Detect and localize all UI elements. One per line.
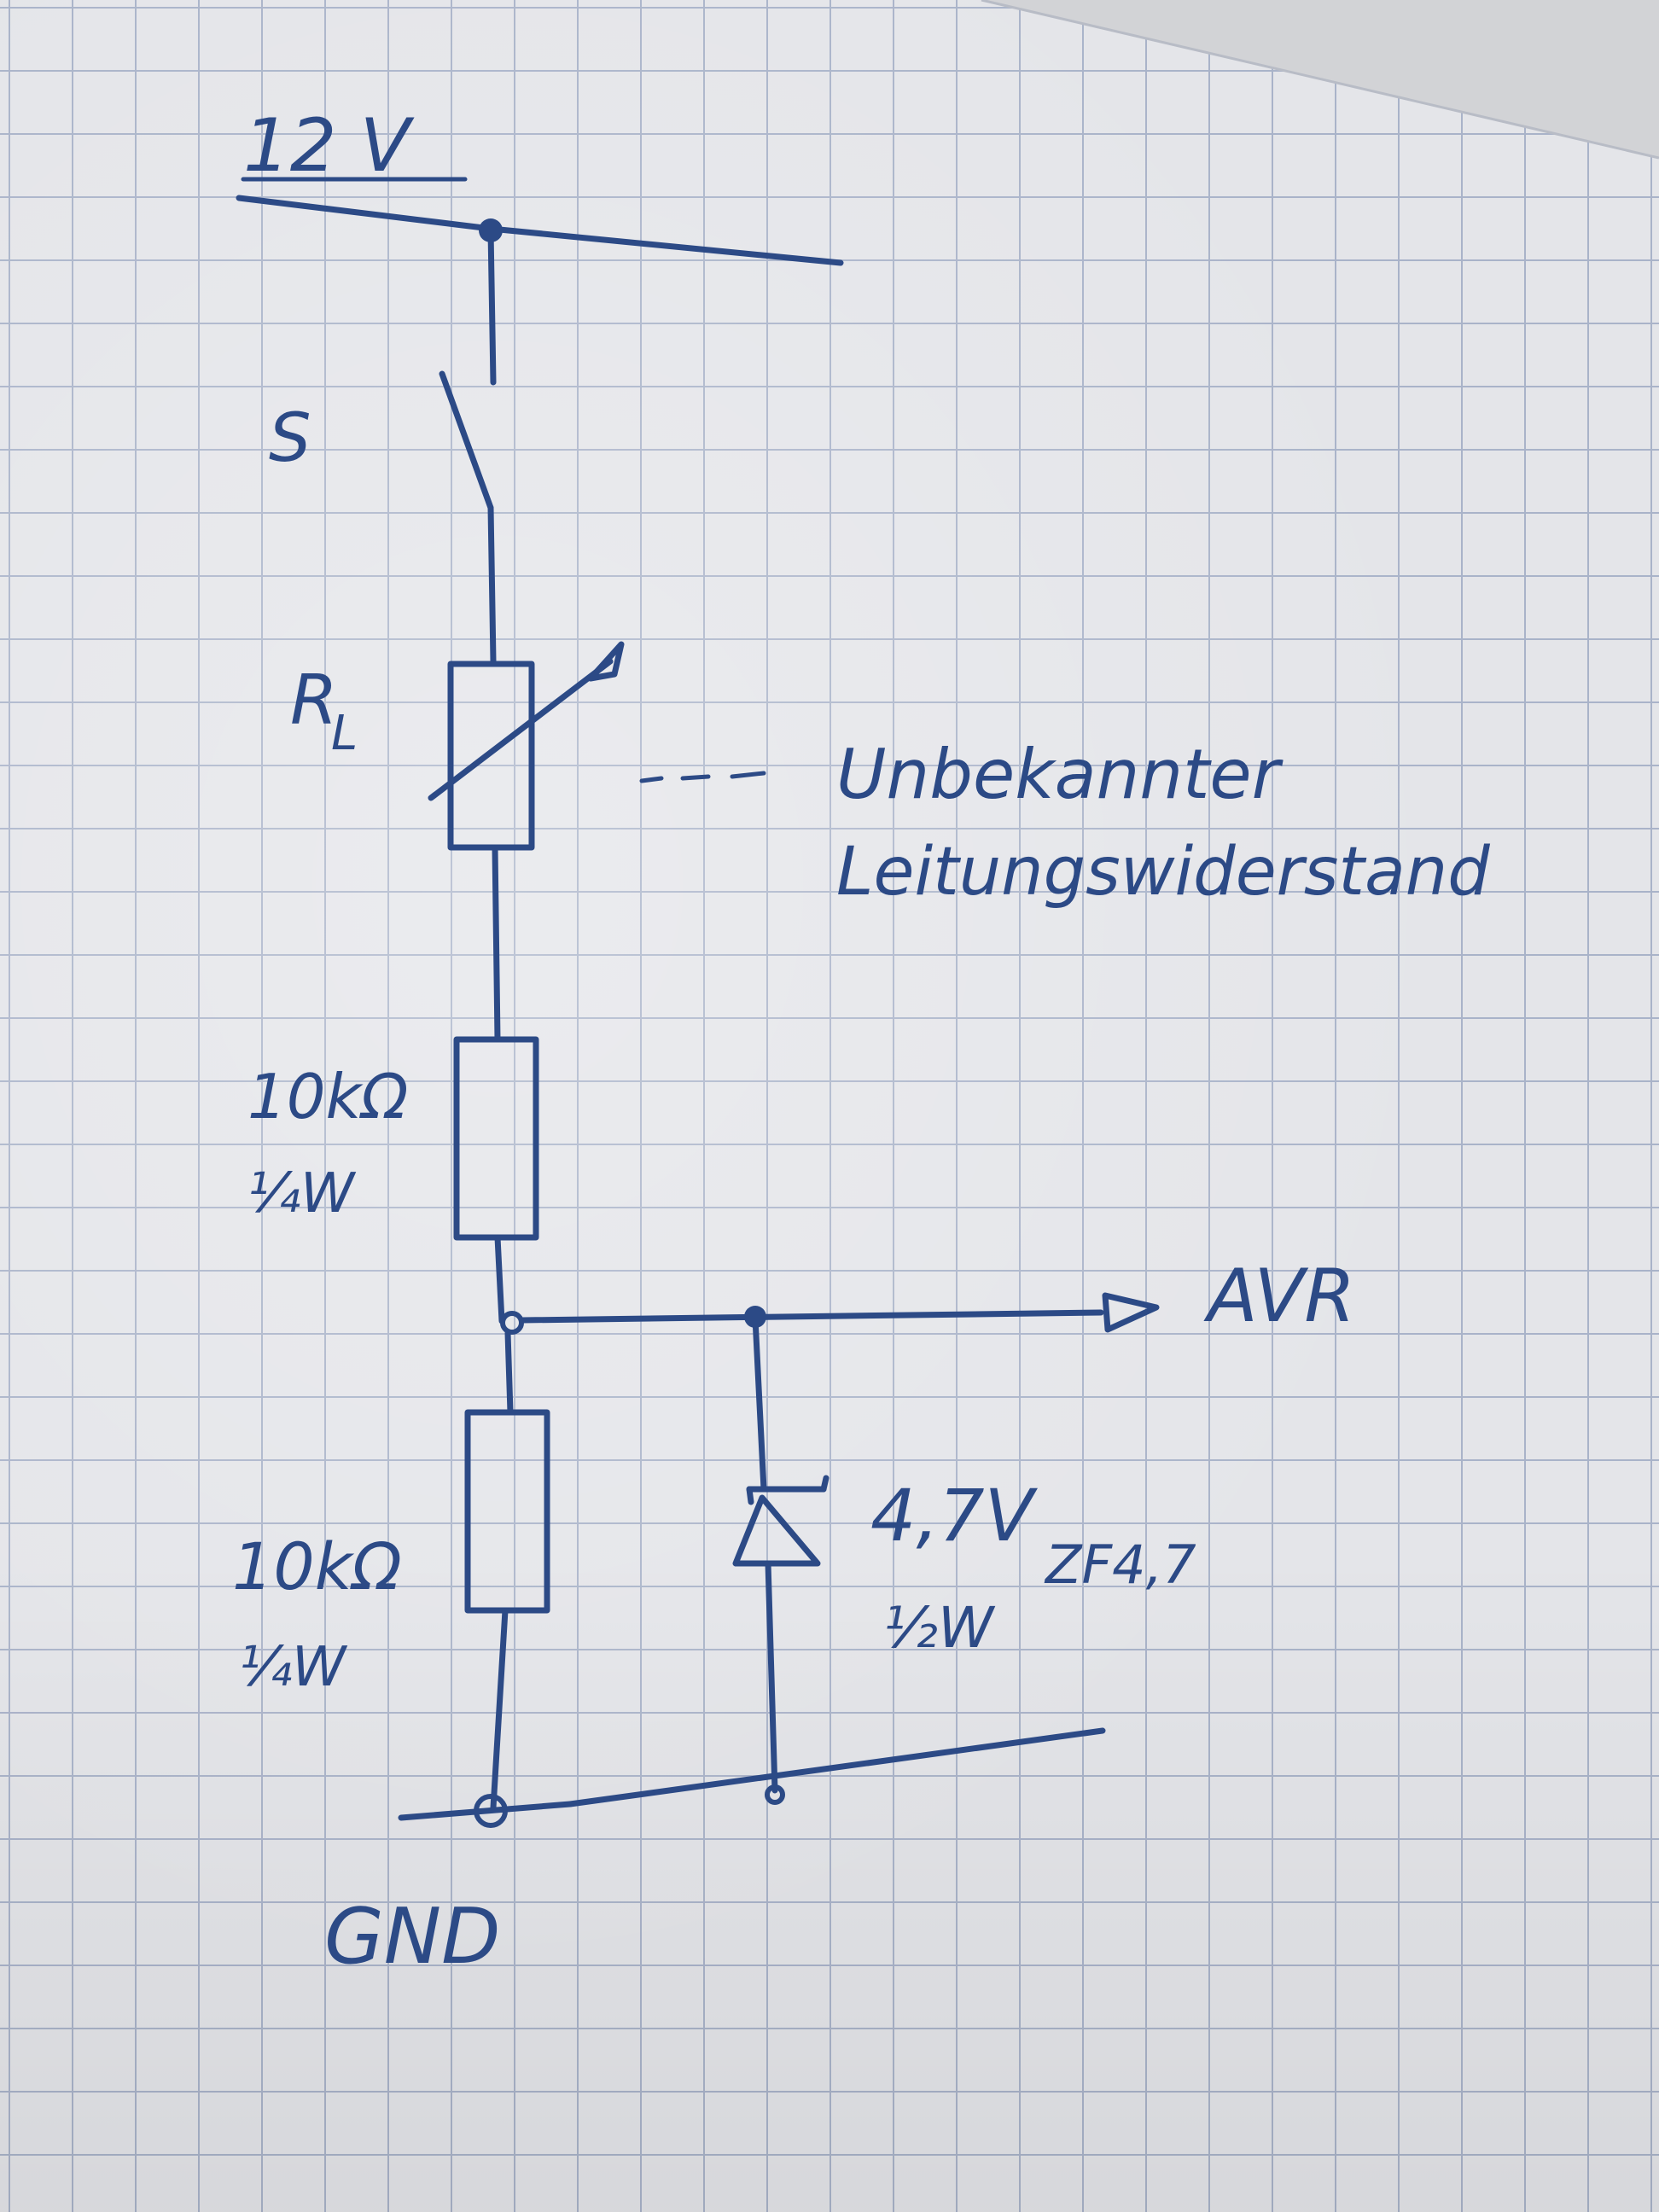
variable-arrow-shaft (428, 658, 614, 801)
variable-resistor-rl (428, 641, 625, 1043)
r1-value-label: 10kΩ (247, 1061, 408, 1132)
supply-label: 12 V (243, 103, 415, 189)
paper-edge (981, 0, 1659, 160)
zener-triangle (732, 1494, 821, 1567)
ground-label: GND (324, 1892, 500, 1982)
variable-arrow-head (587, 641, 625, 682)
line-resistor-label: R (290, 661, 338, 740)
r2-power-label: ¼W (239, 1636, 348, 1699)
annotation-leader (639, 771, 766, 783)
zener-voltage-label: 4,7V (870, 1474, 1039, 1557)
supply-rail (236, 177, 844, 266)
annotation-line-1: Unbekannter (836, 735, 1284, 814)
middle-node (500, 1311, 524, 1335)
annotation-line-2: Leitungswiderstand (836, 834, 1490, 911)
resistor-r2 (464, 1330, 550, 1811)
r1-power-label: ¼W (247, 1162, 357, 1225)
zener-part-label: ZF4,7 (1044, 1534, 1196, 1596)
resistor-r1 (453, 1036, 539, 1324)
switch-label: S (269, 400, 311, 477)
line-resistor-subscript: L (331, 706, 358, 761)
ground-rail (398, 1727, 1106, 1828)
switch-s (439, 227, 497, 665)
zener-power-label: ½W (883, 1595, 996, 1661)
output-arrow (1102, 1292, 1160, 1333)
r2-value-label: 10kΩ (232, 1528, 402, 1604)
ground-junction (474, 1794, 508, 1828)
output-label: AVR (1203, 1254, 1355, 1339)
zener-diode (732, 1315, 830, 1805)
output-node (500, 1292, 1160, 1335)
